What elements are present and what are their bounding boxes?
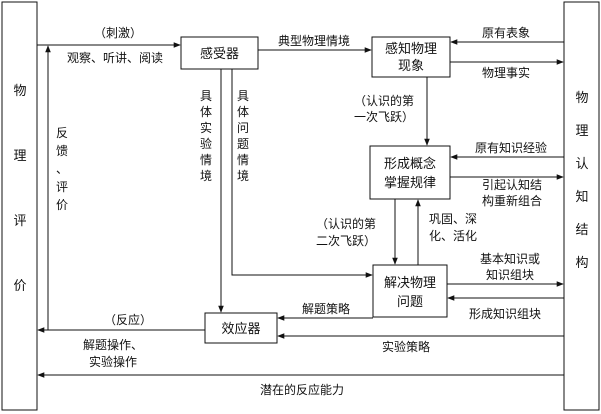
typical-situation-label: 典型物理情境 <box>278 33 350 48</box>
operation-label: 解题操作、 <box>83 337 143 352</box>
consolidate-label: 化、活化 <box>429 229 477 243</box>
effector-box <box>204 312 278 344</box>
problem-situation-label: 具 体 问 题 情 境 <box>237 89 249 183</box>
perceive-box <box>371 36 451 78</box>
exp-char: 实 <box>200 120 212 135</box>
latent-ability-label: 潜在的反应能力 <box>260 382 344 397</box>
left-char: 理 <box>13 149 26 164</box>
basic-knowledge-label: 基本知识或 <box>480 252 540 266</box>
operation-label: 实验操作 <box>89 354 137 369</box>
perceive-label: 现象 <box>398 59 424 74</box>
stimulus-label: （刺激） <box>94 26 142 40</box>
solve-label: 解决物理 <box>384 276 436 291</box>
left-column-text: 物 理 评 价 <box>13 84 26 294</box>
exp-char: 体 <box>200 105 212 119</box>
first-leap-label: （认识的第 <box>354 93 414 108</box>
original-knowledge-label: 原有知识经验 <box>475 140 547 155</box>
feedback-char: 评 <box>56 180 68 194</box>
right-char: 知 <box>575 189 588 205</box>
basic-knowledge-label: 知识组块 <box>486 268 534 282</box>
left-char: 评 <box>13 214 26 229</box>
exp-char: 具 <box>200 89 212 103</box>
prob-char: 体 <box>237 105 249 119</box>
concept-label: 掌握规律 <box>384 176 436 191</box>
prob-char: 具 <box>237 89 249 103</box>
second-leap-label: （认识的第 <box>316 216 376 231</box>
prob-char: 境 <box>237 168 249 183</box>
right-char: 认 <box>575 157 588 172</box>
left-char: 价 <box>13 279 26 294</box>
response-label: （反应） <box>104 312 152 327</box>
form-chunk-label: 形成知识组块 <box>469 307 541 321</box>
right-char: 构 <box>575 256 588 271</box>
receptor-box <box>180 36 259 70</box>
observe-label: 观察、听讲、阅读 <box>67 50 163 65</box>
prob-char: 情 <box>237 153 249 167</box>
feedback-char: 、 <box>56 162 68 176</box>
solve-label: 问题 <box>397 295 423 310</box>
feedback-label: 反 馈 、 评 价 <box>56 126 68 212</box>
solve-box <box>372 264 448 318</box>
original-image-label: 原有表象 <box>482 26 530 40</box>
left-char: 物 <box>13 84 26 99</box>
right-char: 结 <box>575 223 588 238</box>
arrow-receptor-to-solve <box>231 69 373 278</box>
concept-label: 形成概念 <box>384 156 436 172</box>
physics-fact-label: 物理事实 <box>482 65 530 80</box>
exp-char: 境 <box>200 168 212 183</box>
exp-char: 情 <box>200 153 212 167</box>
prob-char: 问 <box>237 121 249 135</box>
feedback-char: 馈 <box>56 144 68 158</box>
cognitive-structure-column <box>563 1 600 411</box>
experiment-strategy-label: 实验策略 <box>382 339 430 354</box>
exp-char: 验 <box>200 136 212 151</box>
restructure-label: 引起认知结 <box>482 178 542 192</box>
right-char: 物 <box>575 91 588 106</box>
first-leap-label: 一次飞跃） <box>354 110 414 124</box>
consolidate-label: 巩固、深 <box>429 212 477 226</box>
feedback-char: 价 <box>56 198 68 212</box>
right-column-text: 物 理 认 知 结 构 <box>575 91 588 271</box>
feedback-char: 反 <box>56 126 68 140</box>
experiment-situation-label: 具 体 实 验 情 境 <box>200 89 212 183</box>
perceive-label: 感知物理 <box>385 41 437 57</box>
physics-evaluation-column <box>1 1 38 411</box>
receptor-label: 感受器 <box>200 46 239 62</box>
effector-label: 效应器 <box>221 321 260 337</box>
right-char: 理 <box>575 124 588 139</box>
prob-char: 题 <box>237 137 249 151</box>
restructure-label: 构重新组合 <box>482 193 542 208</box>
second-leap-label: 二次飞跃） <box>316 234 376 248</box>
concept-box <box>369 145 451 200</box>
solving-strategy-label: 解题策略 <box>302 301 350 316</box>
